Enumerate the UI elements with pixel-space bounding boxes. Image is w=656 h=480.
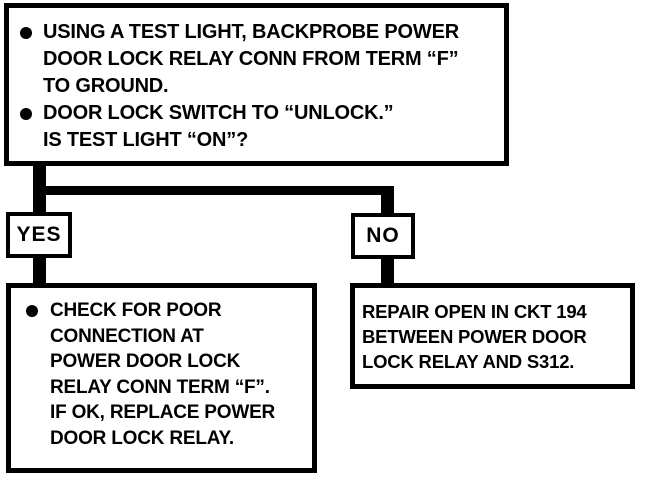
question-line: USING A TEST LIGHT, BACKPROBE POWER [43,21,459,43]
no-result-line: LOCK RELAY AND S312. [362,351,575,372]
question-step-1: USING A TEST LIGHT, BACKPROBE POWER DOOR… [9,19,504,100]
question-line: DOOR LOCK RELAY CONN FROM TERM “F” [43,48,459,70]
connector-yes-drop [33,190,46,216]
bullet-icon [26,305,38,317]
question-line: TO GROUND. [43,75,169,97]
connector-branch-bar [33,186,394,195]
connector-yes-to-result [33,254,46,286]
bullet-icon [20,27,32,39]
question-box: USING A TEST LIGHT, BACKPROBE POWER DOOR… [4,3,509,166]
yes-result-line: IF OK, REPLACE POWER [50,402,276,423]
connector-no-drop [381,190,394,217]
question-line: IS TEST LIGHT “ON”? [43,129,249,151]
yes-branch-label: YES [6,212,72,258]
yes-result-line: CHECK FOR POOR [50,300,222,321]
no-label-text: NO [366,224,400,247]
yes-result-box: CHECK FOR POOR CONNECTION AT POWER DOOR … [6,283,317,473]
yes-result-line: RELAY CONN TERM “F”. [50,376,270,398]
question-line: DOOR LOCK SWITCH TO “UNLOCK.” [43,102,394,124]
yes-result-line: POWER DOOR LOCK [50,351,241,372]
yes-result-line: CONNECTION AT [50,325,204,347]
connector-no-to-result [381,256,394,287]
no-result-line: BETWEEN POWER DOOR [362,326,587,347]
no-branch-label: NO [351,213,415,259]
bullet-icon [20,108,32,120]
yes-result-step: CHECK FOR POOR CONNECTION AT POWER DOOR … [11,298,312,451]
no-result-line: REPAIR OPEN IN CKT 194 [362,301,587,322]
no-result-box: REPAIR OPEN IN CKT 194 BETWEEN POWER DOO… [350,283,635,389]
connector-question-down [33,161,46,191]
yes-result-line: DOOR LOCK RELAY. [50,427,235,449]
yes-label-text: YES [16,223,62,246]
question-step-2: DOOR LOCK SWITCH TO “UNLOCK.” IS TEST LI… [9,100,504,154]
